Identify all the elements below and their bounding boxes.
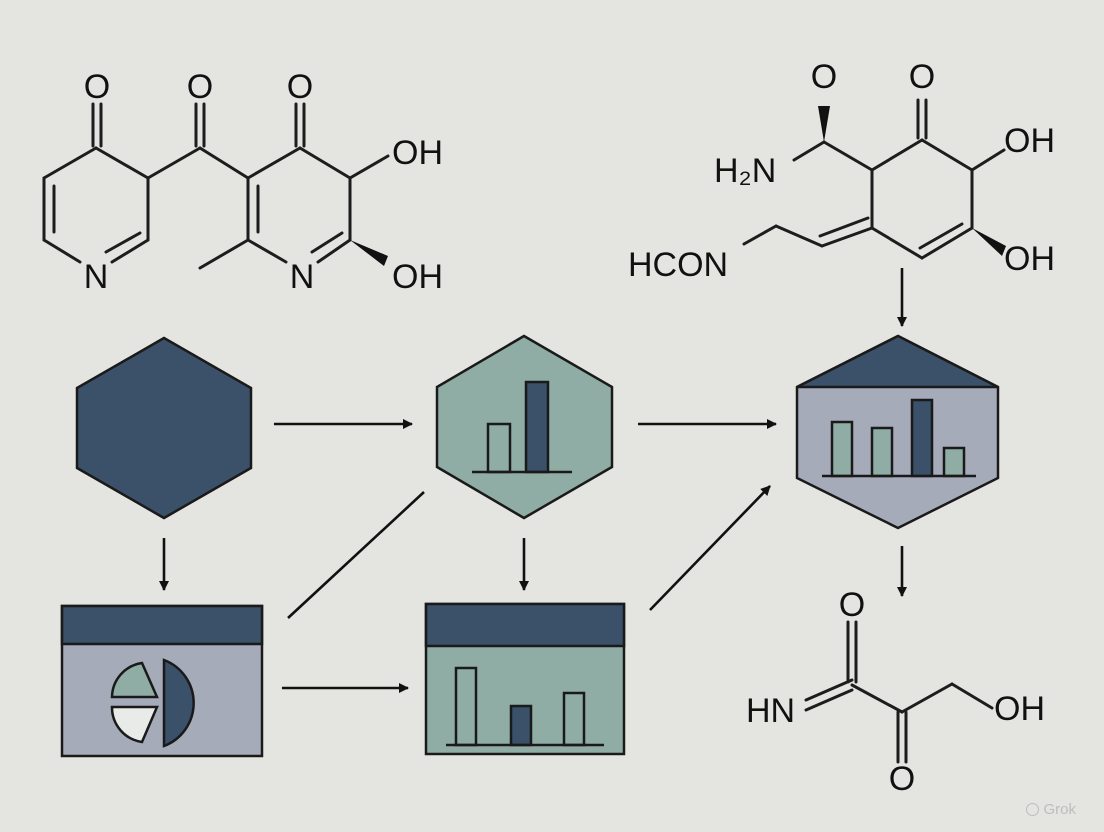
atom-label: O — [889, 760, 915, 798]
atom-label: H₂N — [714, 152, 776, 190]
atom-label: N — [290, 258, 315, 296]
molecule-top-right-bonds — [742, 98, 1006, 260]
atom-label: HCON — [628, 246, 728, 284]
hexagon-node-bar-chart — [435, 334, 614, 520]
pie-chart-icon — [110, 658, 195, 748]
atom-label: O — [84, 68, 110, 106]
arrow — [649, 485, 771, 611]
window-panel-bars — [424, 602, 626, 756]
connector-line — [287, 491, 425, 619]
atom-label: O — [287, 68, 313, 106]
atom-label: O — [909, 58, 935, 96]
grok-logo-icon — [1026, 803, 1040, 816]
atom-label: O — [839, 586, 865, 624]
window-panel-pie — [60, 604, 264, 758]
atom-label: O — [811, 58, 837, 96]
hexagon-node-summary — [795, 334, 1000, 530]
atom-label: N — [84, 258, 109, 296]
molecule-top-left-bonds — [42, 102, 390, 270]
atom-label: OH — [1004, 122, 1055, 160]
molecule-top-right: O O H₂N OH HCON OH — [628, 58, 1055, 284]
atom-label: OH — [1004, 240, 1055, 278]
atom-label: OH — [994, 690, 1045, 728]
bar-chart-icon — [822, 398, 976, 478]
bar-chart-icon — [472, 380, 572, 474]
bar-chart-icon — [446, 666, 604, 747]
molecule-bottom-right: O HN OH O — [746, 586, 1045, 798]
molecule-top-left: O O O OH N N OH — [42, 68, 443, 296]
atom-label: O — [187, 68, 213, 106]
molecule-bottom-right-bonds — [804, 620, 994, 764]
watermark: Grok — [1026, 801, 1076, 818]
atom-label: HN — [746, 692, 795, 730]
atom-label: OH — [392, 258, 443, 296]
watermark-text: Grok — [1043, 801, 1076, 818]
hexagon-node-start — [75, 336, 253, 520]
flow-arrows — [159, 268, 907, 693]
atom-label: OH — [392, 134, 443, 172]
